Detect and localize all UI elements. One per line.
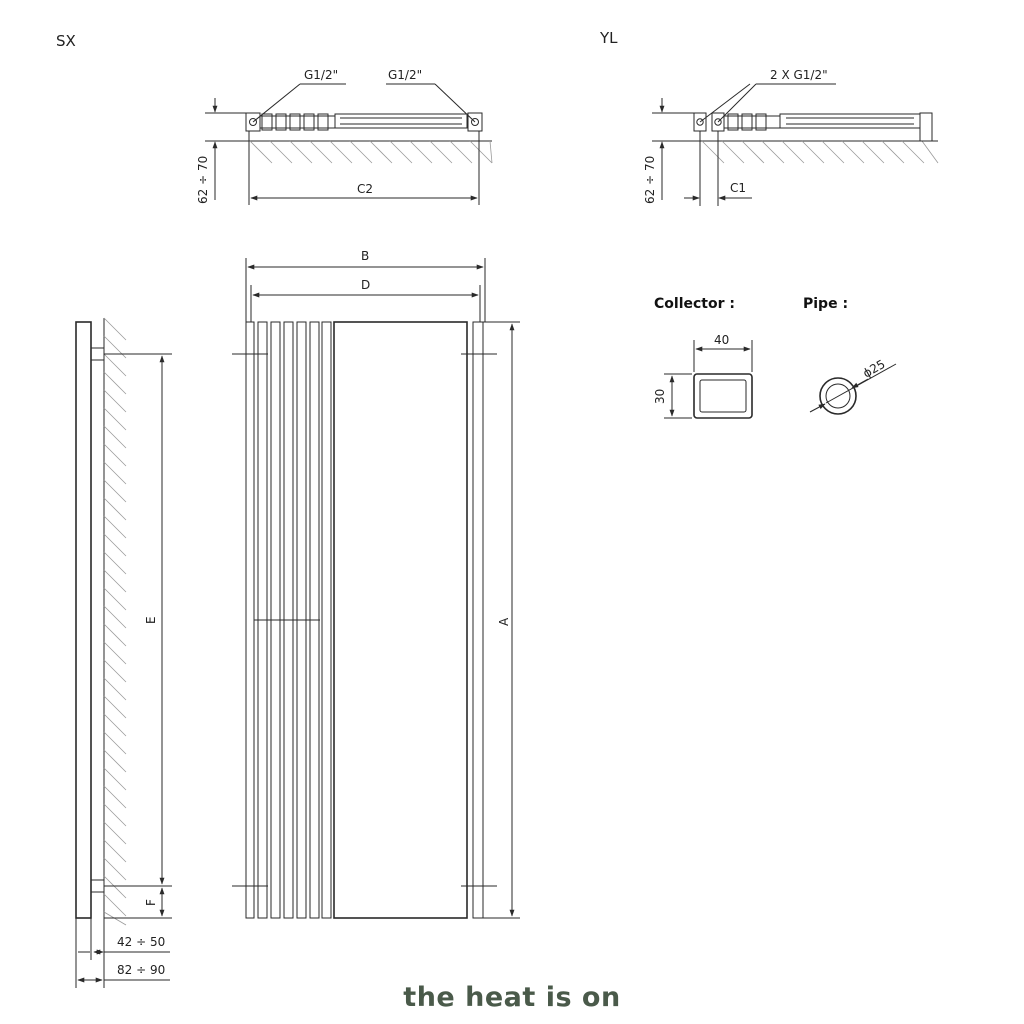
yl-conn-label: 2 X G1/2" [770,68,828,82]
collector-section: Collector : 40 30 [653,296,753,419]
front-view: B D A [232,249,520,919]
sx-depth-label: 62 ÷ 70 [196,156,210,204]
view-label-yl: YL [599,29,618,47]
dim-outer-label: 82 ÷ 90 [117,963,165,977]
dim-b-label: B [361,249,369,263]
dim-f-label: F [144,899,158,906]
dim-a-label: A [497,617,511,626]
brand-text: the heat is on [403,982,620,1013]
sx-conn-left-label: G1/2" [304,68,338,82]
dim-e-label: E [144,616,158,624]
dim-d-label: D [361,278,370,292]
sx-width-label: C2 [357,182,373,196]
yl-offset-label: C1 [730,181,746,195]
sx-conn-right-label: G1/2" [388,68,422,82]
collector-height-label: 30 [653,389,667,404]
pipe-title: Pipe : [803,296,848,312]
dim-inner-label: 42 ÷ 50 [117,935,165,949]
collector-title: Collector : [654,296,735,312]
collector-width-label: 40 [714,333,729,347]
brand-logo: the heat is on [403,982,620,1013]
pipe-section: Pipe : ϕ25 [803,296,897,415]
view-label-sx: SX [56,32,76,50]
pipe-diameter-label: ϕ25 [861,357,888,381]
side-view: E F 42 ÷ 50 82 ÷ 90 [75,317,172,988]
sx-top-view: G1/2" G1/2" 62 ÷ 70 C2 [196,68,493,205]
yl-top-view: 2 X G1/2" 62 ÷ 70 C1 [643,68,939,206]
yl-depth-label: 62 ÷ 70 [643,156,657,204]
